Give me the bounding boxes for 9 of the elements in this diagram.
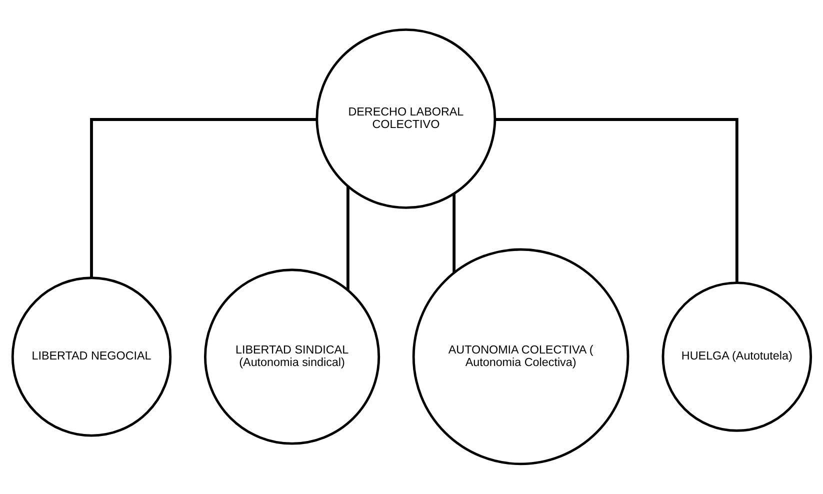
node-circle: HUELGA (Autotutela)	[662, 282, 812, 432]
node-circle: LIBERTAD SINDICAL (Autonomia sindical)	[204, 268, 380, 445]
connector	[452, 193, 456, 272]
node-circle: DERECHO LABORAL COLECTIVO	[316, 28, 496, 209]
connector	[346, 186, 350, 290]
node-circle: AUTONOMIA COLECTIVA ( Autonomia Colectiva)	[412, 248, 630, 466]
connector	[90, 118, 318, 278]
node-circle: LIBERTAD NEGOCIAL	[11, 276, 172, 437]
connector	[495, 118, 738, 283]
